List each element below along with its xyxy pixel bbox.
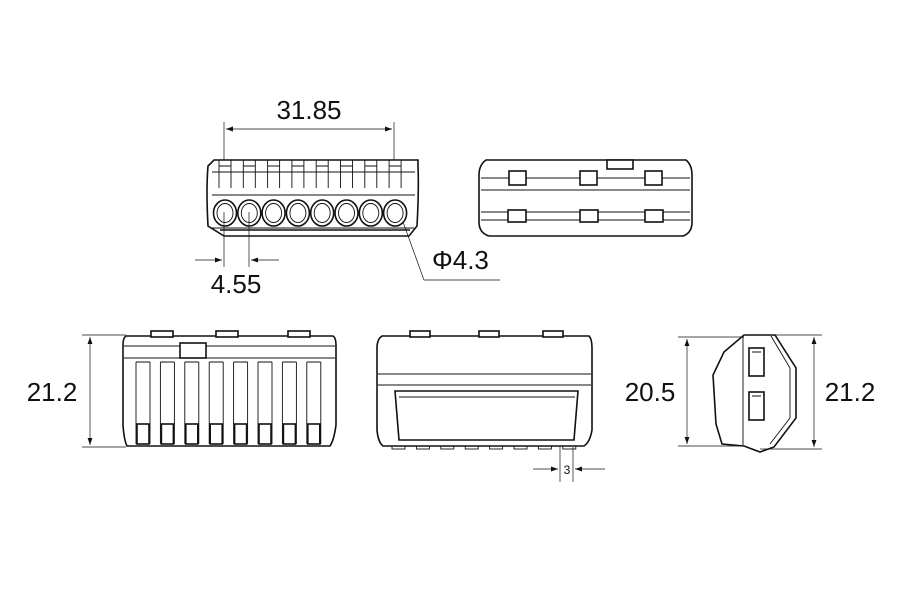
lever-foot xyxy=(160,423,175,445)
back-view: 3 xyxy=(376,330,605,482)
lever-slot xyxy=(306,361,322,444)
bottom-tab xyxy=(537,445,552,450)
lever-tab xyxy=(291,160,305,188)
lever-tab xyxy=(242,160,256,188)
wire-hole-inner xyxy=(386,203,404,223)
wire-hole-outer xyxy=(309,199,335,227)
front-view: 21.2 xyxy=(27,330,337,448)
dim-side-inner-height: 20.5 xyxy=(625,377,676,407)
top-view: 31.85 4.55 Φ4.3 xyxy=(195,95,500,299)
wire-hole-inner xyxy=(265,203,283,223)
lever-foot xyxy=(136,423,150,445)
dim-pitch: 4.55 xyxy=(211,269,262,299)
wire-hole-inner xyxy=(289,203,307,223)
front-lever-slots xyxy=(135,361,322,445)
lever-foot xyxy=(233,423,248,445)
lever-foot xyxy=(306,423,321,445)
wire-entry-holes xyxy=(212,199,408,227)
bottom-tab xyxy=(489,445,504,450)
lever-foot xyxy=(185,423,199,445)
lever-slot xyxy=(135,361,151,444)
bottom-tab xyxy=(464,445,479,450)
dim-front-height: 21.2 xyxy=(27,377,78,407)
bottom-tab xyxy=(562,445,577,450)
top-lever-tabs xyxy=(218,160,402,188)
lever-foot xyxy=(209,423,223,445)
lever-slot xyxy=(184,361,200,444)
wire-hole-inner xyxy=(313,203,331,223)
lever-tab xyxy=(267,160,281,188)
rear-view xyxy=(478,159,693,237)
wire-hole-outer xyxy=(285,199,311,227)
wire-hole-outer xyxy=(382,199,408,227)
bottom-tab xyxy=(440,445,455,450)
wire-hole-inner xyxy=(362,203,380,223)
bottom-tab xyxy=(391,445,406,450)
dim-hole-diameter: Φ4.3 xyxy=(432,245,489,275)
back-bottom-tabs xyxy=(391,445,577,450)
lever-tab xyxy=(364,160,378,188)
wire-hole-inner xyxy=(216,203,234,223)
lever-foot xyxy=(258,423,272,445)
lever-slot xyxy=(233,361,249,444)
bottom-tab xyxy=(513,445,528,450)
lever-slot xyxy=(257,361,273,444)
lever-tab xyxy=(340,160,353,188)
wire-hole-outer xyxy=(334,199,359,227)
lever-slot xyxy=(159,361,175,444)
lever-slot xyxy=(208,361,224,444)
wire-hole-inner xyxy=(338,203,355,223)
wire-hole-outer xyxy=(358,199,384,227)
dim-tab-width: 3 xyxy=(564,463,571,477)
lever-slot xyxy=(281,361,297,444)
lever-tab xyxy=(218,160,232,188)
dim-total-width: 31.85 xyxy=(276,95,341,125)
bottom-tab xyxy=(415,445,430,450)
lever-tab xyxy=(388,160,402,188)
dim-side-outer-height: 21.2 xyxy=(825,377,876,407)
lever-tab xyxy=(315,160,329,188)
lever-foot xyxy=(282,423,297,445)
side-view: 20.5 21.2 xyxy=(625,334,876,453)
wire-hole-outer xyxy=(212,199,238,227)
wire-hole-outer xyxy=(261,199,286,227)
